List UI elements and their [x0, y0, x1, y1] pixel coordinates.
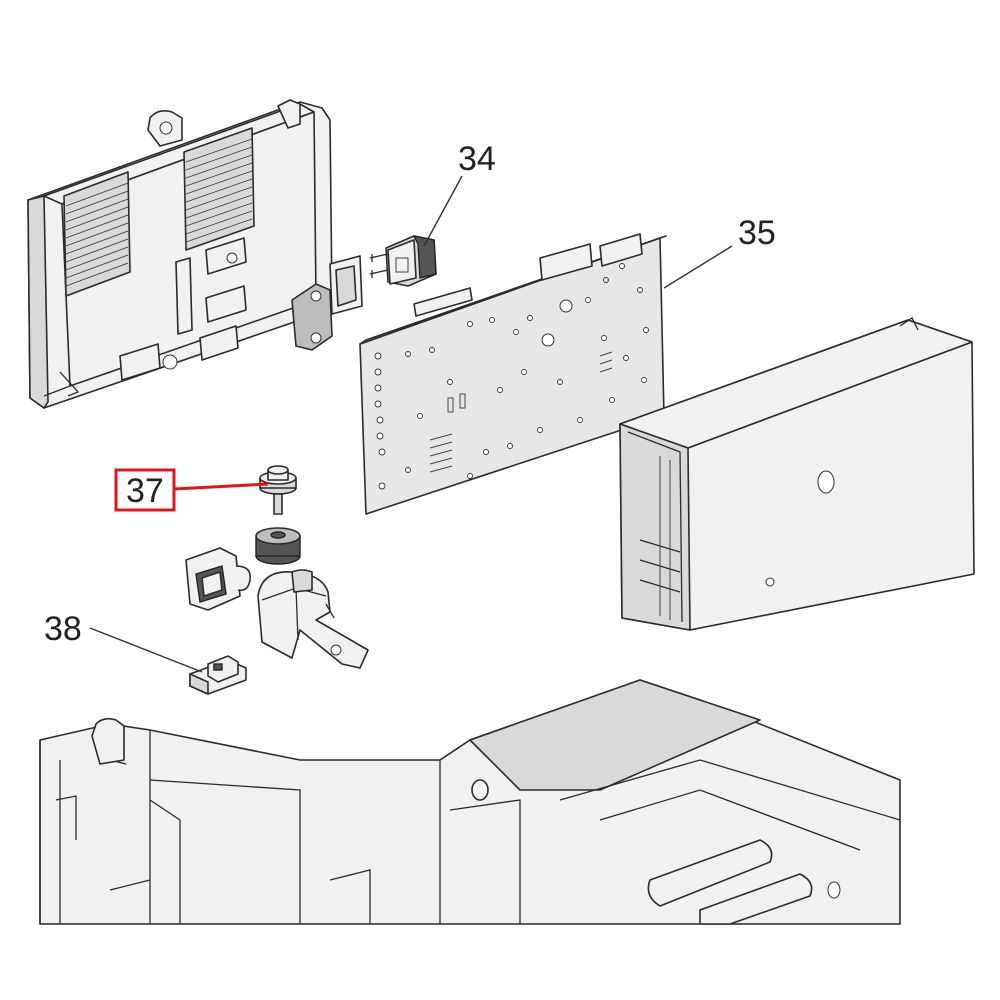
- power-supply-box: [619, 317, 975, 631]
- part-38-microswitch: [189, 655, 247, 695]
- grille-right: [185, 138, 253, 243]
- callout-37-highlight-box: [114, 468, 176, 512]
- control-panel-housing: [27, 99, 333, 409]
- callout-labels: 34 35 37 38: [44, 140, 776, 648]
- pcb-pads: [429, 351, 613, 473]
- button-bezel: [185, 547, 252, 611]
- leader-lines: [89, 175, 733, 673]
- callout-34: 34: [458, 140, 496, 178]
- part-35-pcb: [359, 233, 667, 515]
- callout-38: 38: [44, 610, 82, 648]
- callout-35: 35: [738, 214, 776, 252]
- leader-34: [423, 175, 463, 247]
- part-34-relay: [369, 235, 437, 287]
- leader-35: [663, 245, 733, 289]
- leader-38: [89, 627, 203, 673]
- main-frame: [39, 679, 901, 925]
- part-37-knob: [255, 465, 301, 565]
- lever-bracket: [257, 569, 369, 669]
- callout-37: 37: [126, 472, 164, 510]
- pcb-holes: [374, 263, 649, 490]
- leader-37: [173, 482, 269, 491]
- side-bracket: [291, 255, 363, 351]
- grille-left: [65, 182, 129, 287]
